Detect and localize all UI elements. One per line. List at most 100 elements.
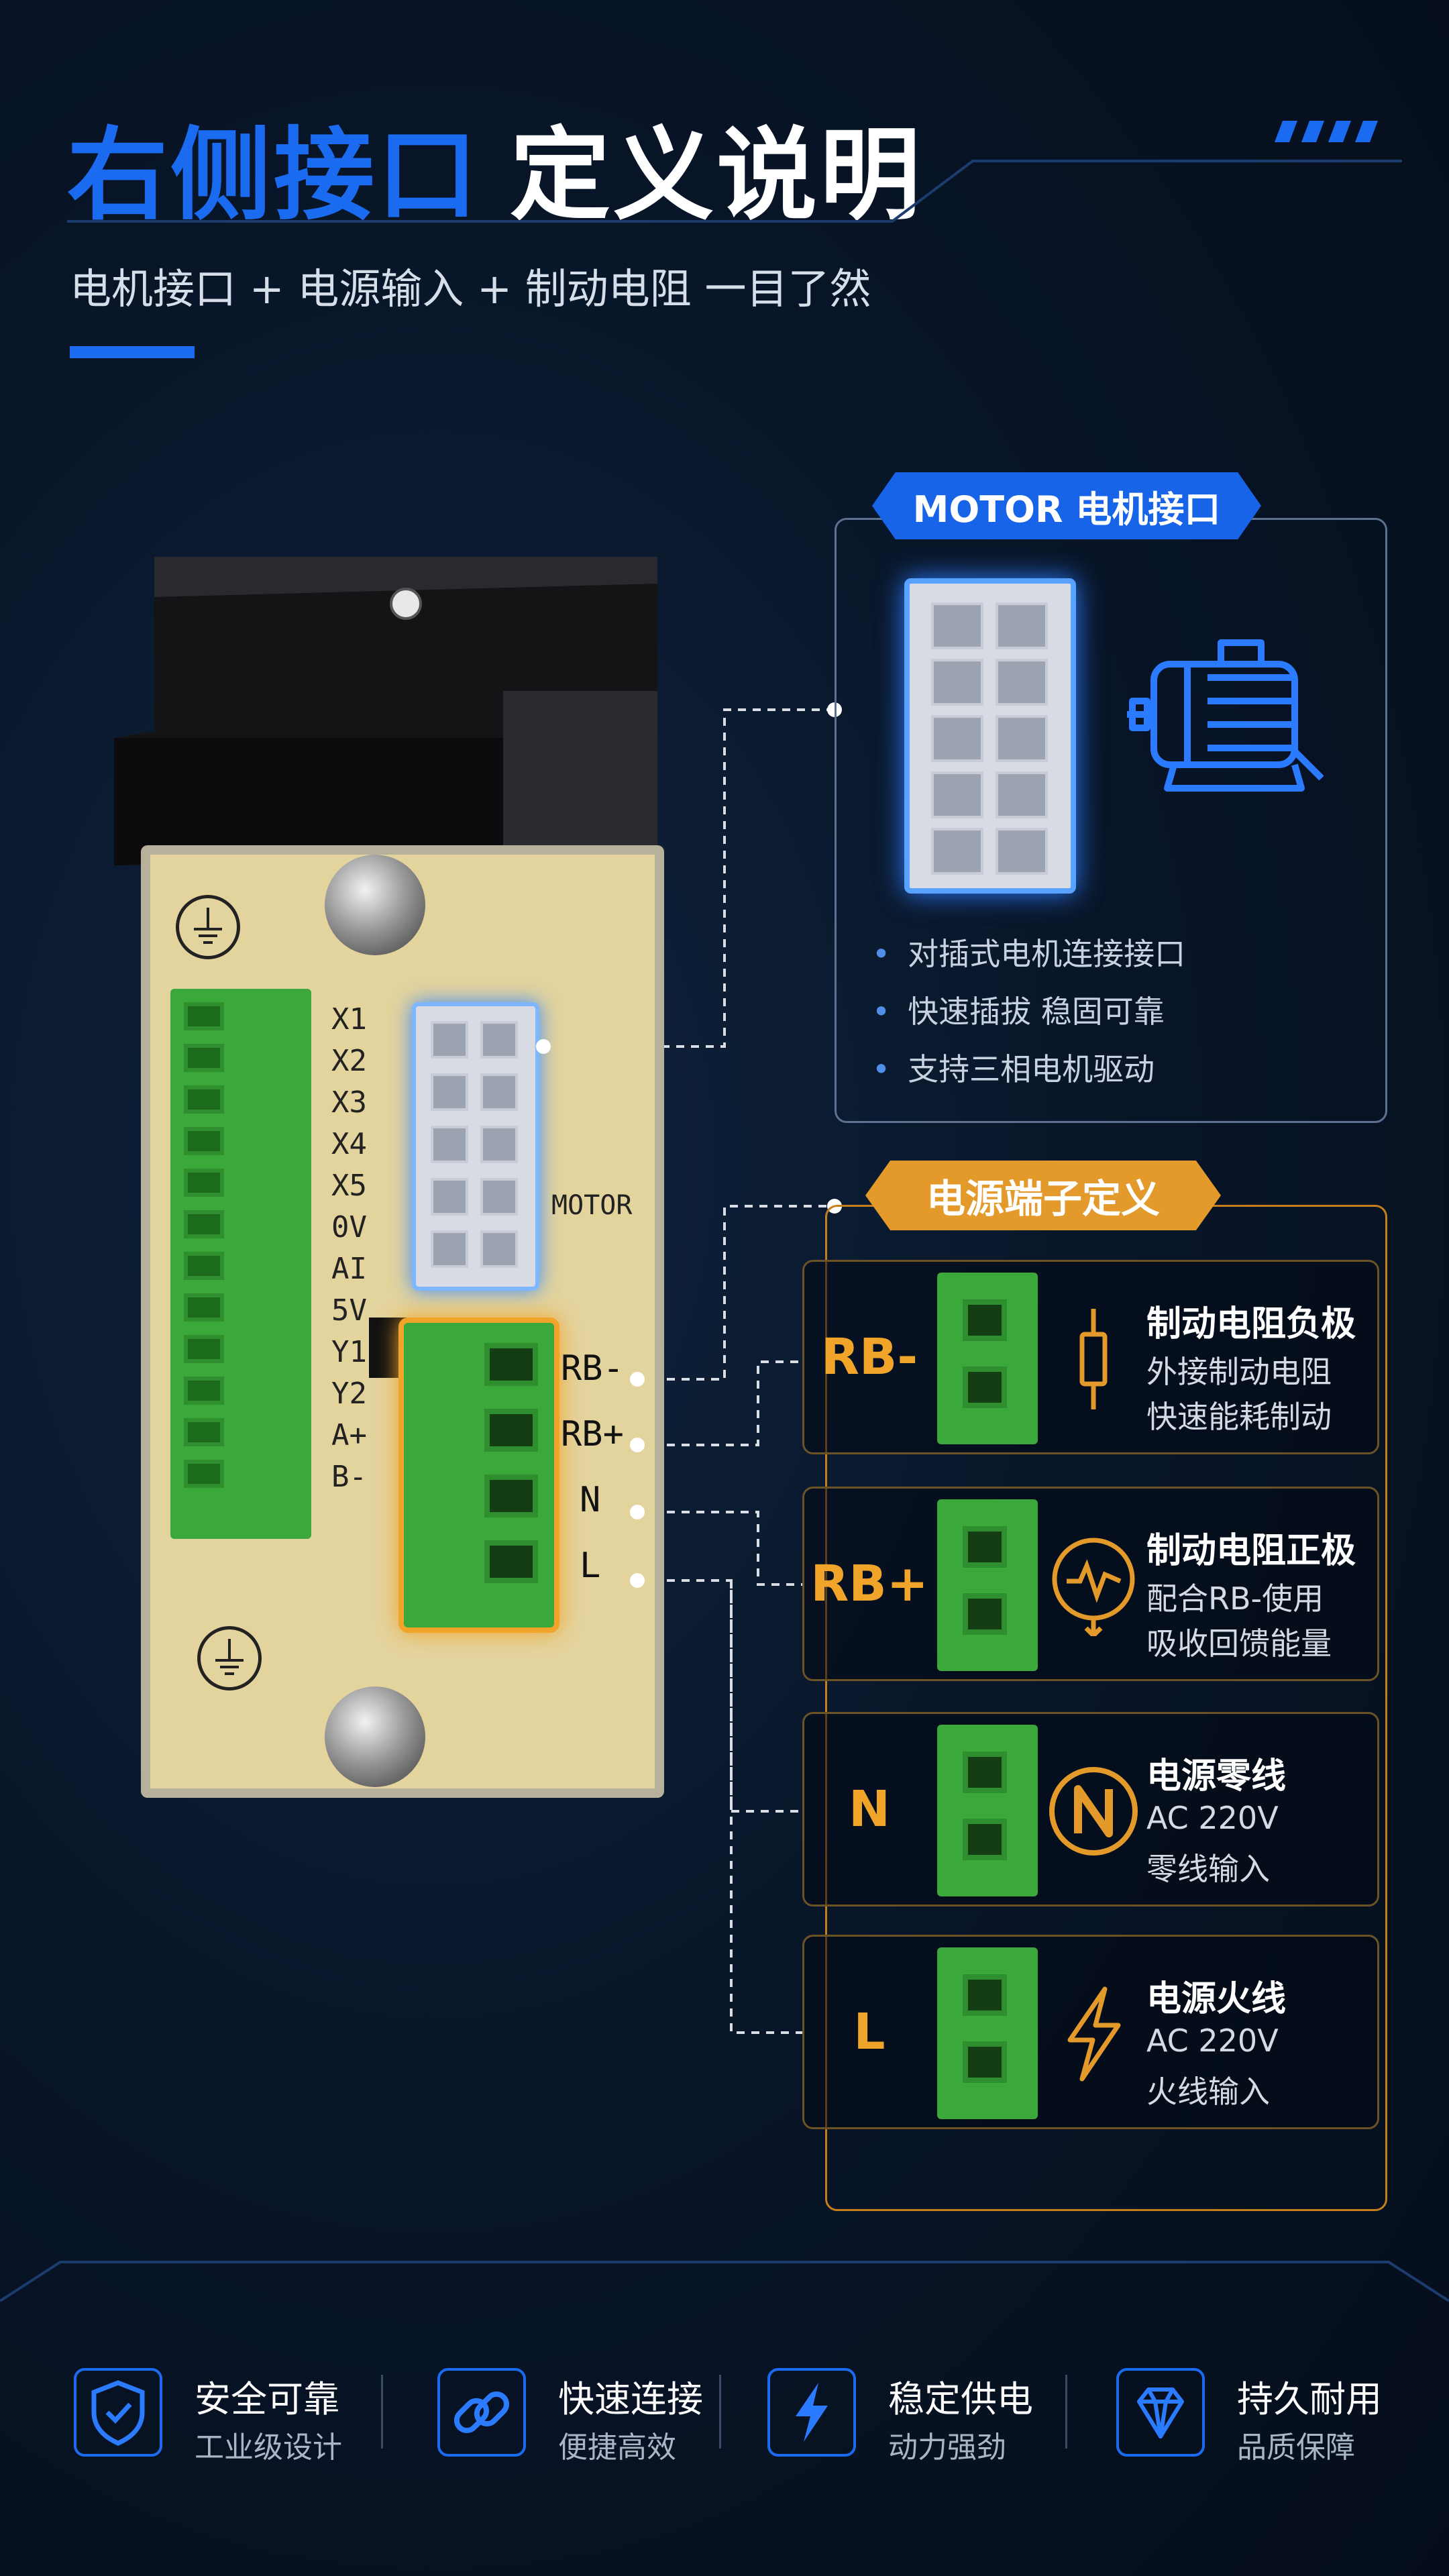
terminal-title: 制动电阻正极 [1146,1531,1356,1571]
terminal-slot [184,1127,224,1155]
terminal-slot [963,1299,1007,1341]
motor-interface-tag: MOTOR 电机接口 [872,472,1261,539]
terminal-slot [484,1343,538,1386]
terminal-slot [184,1335,224,1363]
connector-pin [996,659,1048,706]
diamond-icon [1116,2368,1205,2457]
terminal-closeup [937,1725,1038,1896]
device-housing [114,557,657,865]
pin-label-ai: AI [331,1252,367,1286]
feature-title: 稳定供电 [888,2378,1033,2420]
feature-connect: 快速连接 便捷高效 [437,2368,759,2465]
pin-label-5v: 5V [331,1293,367,1328]
mounting-screw [325,1686,425,1787]
feature-separator [1065,2375,1067,2449]
feature-title: 持久耐用 [1237,2378,1382,2420]
pin-label-x3: X3 [331,1085,367,1120]
neutral-n-icon [1049,1767,1138,1856]
motor-feature-item: •对插式电机连接接口 [872,930,1185,974]
connector-pin [480,1021,518,1059]
feature-power: 稳定供电 动力强劲 [767,2368,1089,2465]
terminal-card-rb-plus: RB+ 制动电阻正极 配合RB-使用 吸收回馈能量 [802,1487,1379,1681]
terminal-desc: 吸收回馈能量 [1146,1625,1332,1662]
terminal-desc: 配合RB-使用 [1146,1580,1324,1617]
terminal-card-n: N 电源零线 AC 220V 零线输入 [802,1712,1379,1907]
pin-label-n: N [580,1480,601,1520]
bullet-dot: • [872,1051,891,1087]
terminal-slot [184,1293,224,1322]
io-terminal-block [170,989,311,1539]
connector-dot [536,1039,551,1054]
motor-feature-text: 快速插拔 稳固可靠 [908,994,1165,1030]
terminal-slot [484,1409,538,1452]
page-title: 定义说明 [510,117,924,234]
terminal-slot [484,1474,538,1517]
feature-subtitle: 动力强劲 [888,2430,1006,2465]
connector-pin [996,771,1048,818]
terminal-slot [963,1593,1007,1635]
motor-connector [412,1002,539,1291]
feature-separator [719,2375,721,2449]
terminal-slot [184,1002,224,1030]
terminal-card-l: L 电源火线 AC 220V 火线输入 [802,1935,1379,2129]
connector-pin [431,1126,468,1163]
title-highlight: 右侧接口 [67,117,481,234]
terminal-slot [184,1085,224,1114]
bolt-icon [767,2368,856,2457]
terminal-card-rb-minus: RB- 制动电阻负极 外接制动电阻 快速能耗制动 [802,1260,1379,1454]
connector-pin [431,1073,468,1111]
footer-divider [0,2261,1449,2302]
motor-feature-text: 对插式电机连接接口 [908,936,1186,972]
terminal-desc: 零线输入 [1146,1851,1270,1887]
feature-title: 快速连接 [558,2378,703,2420]
pin-label-0v: 0V [331,1210,367,1244]
motor-feature-item: • 支持三相电机驱动 [872,1045,1155,1089]
connector-pin [480,1126,518,1163]
power-terminal-block [398,1318,559,1633]
terminal-closeup [937,1947,1038,2119]
terminal-title: 制动电阻负极 [1146,1304,1356,1344]
connector-dot [630,1372,645,1387]
connector-pin [480,1230,518,1268]
terminal-desc: 火线输入 [1146,2074,1270,2110]
connector-pin [996,602,1048,649]
motor-icon [1127,639,1324,792]
terminal-desc: AC 220V [1146,1800,1279,1836]
motor-feature-text: 支持三相电机驱动 [908,1051,1155,1087]
terminal-slot [963,1366,1007,1408]
connector-pin [431,1230,468,1268]
terminal-desc: 外接制动电阻 [1146,1354,1332,1390]
pin-label-x5: X5 [331,1169,367,1203]
terminal-desc: 快速能耗制动 [1146,1399,1332,1435]
pin-label-x1: X1 [331,1002,367,1036]
connector-pin [480,1178,518,1216]
connector-pin [931,828,983,875]
title-underline [70,346,195,358]
connector-pin [996,828,1048,875]
terminal-slot [963,1819,1007,1860]
bullet-dot: • [872,994,891,1030]
connector-dot [630,1505,645,1519]
terminal-code: RB- [820,1328,918,1386]
link-icon [437,2368,526,2457]
terminal-slot [184,1210,224,1238]
feature-subtitle: 便捷高效 [558,2430,676,2465]
motor-feature-item: • 快速插拔 稳固可靠 [872,987,1165,1032]
feature-subtitle: 品质保障 [1237,2430,1355,2465]
terminal-slot [184,1252,224,1280]
terminal-slot [184,1044,224,1072]
ground-icon [176,895,240,959]
motor-connector-closeup [904,578,1076,894]
pin-label-y2: Y2 [331,1377,367,1411]
connector-pin [480,1073,518,1111]
energy-feedback-icon [1052,1538,1135,1636]
pin-label-a-plus: A+ [331,1418,367,1452]
pin-label-rb-plus: RB+ [561,1414,624,1454]
terminal-code: N [849,1780,890,1838]
terminal-slot [184,1460,224,1488]
pin-label-b-minus: B- [331,1460,367,1494]
connector-pin [431,1021,468,1059]
connector-pin [931,715,983,762]
terminal-slot [184,1169,224,1197]
feature-separator [381,2375,383,2449]
